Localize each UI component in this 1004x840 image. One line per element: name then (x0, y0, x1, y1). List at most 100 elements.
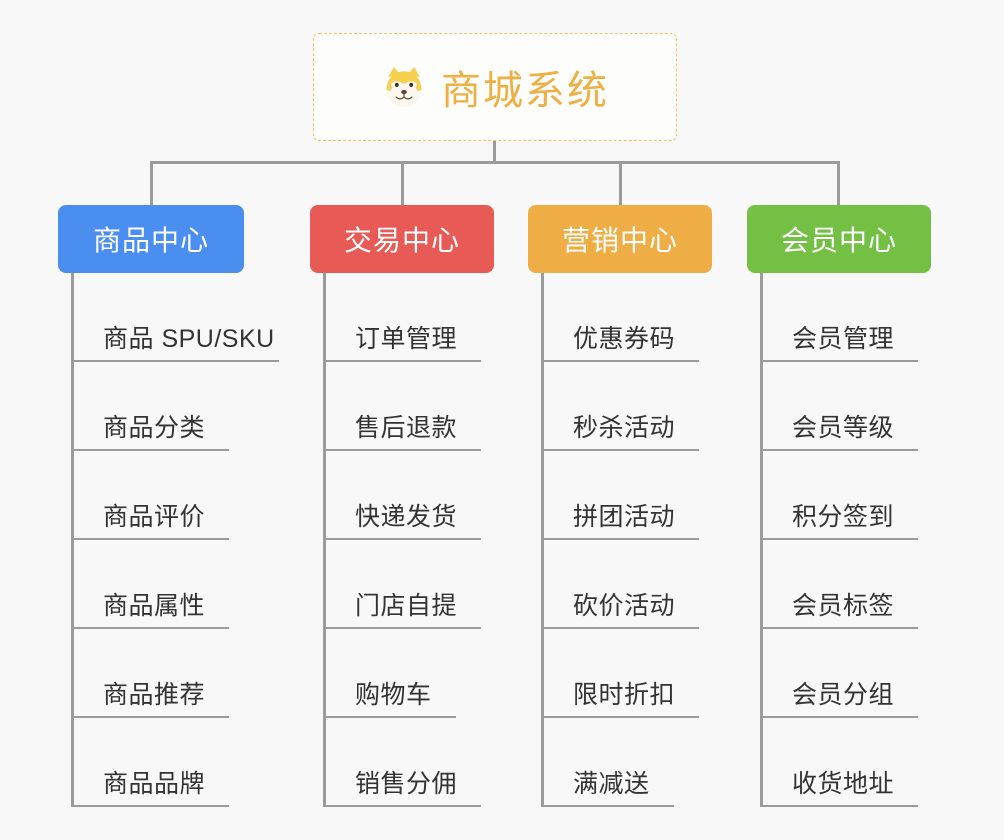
leaf-rail-member-center (760, 273, 763, 807)
leaf-underline (71, 627, 229, 629)
column-member-center: 会员中心 会员管理 会员等级 积分签到 会员标签 会员分组 (747, 205, 967, 807)
leaf-label: 满减送 (573, 770, 650, 798)
list-item[interactable]: 会员标签 (747, 540, 967, 629)
leaf-label: 会员等级 (792, 414, 895, 442)
leaf-list-member-center: 会员管理 会员等级 积分签到 会员标签 会员分组 收货地址 (747, 273, 967, 807)
list-item[interactable]: 商品推荐 (58, 629, 308, 718)
leaf-label: 商品品牌 (103, 770, 206, 798)
category-header-marketing-center[interactable]: 营销中心 (528, 205, 712, 273)
list-item[interactable]: 秒杀活动 (528, 362, 748, 451)
connector-drop-member-center (837, 161, 840, 207)
leaf-underline (760, 716, 918, 718)
leaf-label: 商品 SPU/SKU (103, 325, 275, 353)
category-header-product-center[interactable]: 商品中心 (58, 205, 244, 273)
list-item[interactable]: 门店自提 (310, 540, 530, 629)
leaf-label: 商品评价 (103, 503, 206, 531)
leaf-label: 门店自提 (355, 592, 458, 620)
leaf-underline (71, 449, 229, 451)
leaf-underline (71, 716, 229, 718)
list-item[interactable]: 售后退款 (310, 362, 530, 451)
list-item[interactable]: 订单管理 (310, 273, 530, 362)
leaf-underline (71, 805, 229, 807)
column-product-center: 商品中心 商品 SPU/SKU 商品分类 商品评价 商品属性 商品推荐 (58, 205, 308, 807)
leaf-label: 限时折扣 (573, 681, 676, 709)
leaf-list-product-center: 商品 SPU/SKU 商品分类 商品评价 商品属性 商品推荐 商品品牌 (58, 273, 308, 807)
list-item[interactable]: 销售分佣 (310, 718, 530, 807)
list-item[interactable]: 满减送 (528, 718, 748, 807)
list-item[interactable]: 会员等级 (747, 362, 967, 451)
leaf-label: 订单管理 (355, 325, 458, 353)
connector-drop-product-center (150, 161, 153, 207)
list-item[interactable]: 快递发货 (310, 451, 530, 540)
connector-root-stem (493, 141, 496, 163)
root-node[interactable]: 商城系统 (313, 33, 677, 141)
list-item[interactable]: 优惠券码 (528, 273, 748, 362)
column-trade-center: 交易中心 订单管理 售后退款 快递发货 门店自提 购物车 (310, 205, 530, 807)
leaf-rail-marketing-center (541, 273, 544, 807)
leaf-rail-trade-center (323, 273, 326, 807)
leaf-label: 销售分佣 (355, 770, 458, 798)
leaf-underline (541, 449, 699, 451)
leaf-label: 收货地址 (792, 770, 895, 798)
leaf-underline (541, 805, 674, 807)
leaf-rail-product-center (71, 273, 74, 807)
leaf-label: 优惠券码 (573, 325, 676, 353)
list-item[interactable]: 拼团活动 (528, 451, 748, 540)
leaf-list-marketing-center: 优惠券码 秒杀活动 拼团活动 砍价活动 限时折扣 满减送 (528, 273, 748, 807)
leaf-underline (760, 360, 918, 362)
category-label: 会员中心 (780, 225, 897, 256)
leaf-underline (323, 627, 481, 629)
list-item[interactable]: 会员分组 (747, 629, 967, 718)
leaf-label: 拼团活动 (573, 503, 676, 531)
shiba-dog-face-icon (381, 64, 427, 110)
list-item[interactable]: 砍价活动 (528, 540, 748, 629)
list-item[interactable]: 积分签到 (747, 451, 967, 540)
leaf-underline (760, 627, 918, 629)
list-item[interactable]: 商品分类 (58, 362, 308, 451)
category-label: 商品中心 (92, 225, 209, 256)
leaf-underline (323, 449, 481, 451)
leaf-underline (323, 360, 481, 362)
list-item[interactable]: 商品 SPU/SKU (58, 273, 308, 362)
leaf-underline (541, 538, 699, 540)
leaf-underline (541, 627, 699, 629)
category-label: 营销中心 (561, 225, 678, 256)
leaf-underline (71, 360, 279, 362)
leaf-label: 砍价活动 (573, 592, 676, 620)
list-item[interactable]: 商品品牌 (58, 718, 308, 807)
root-title: 商城系统 (441, 69, 609, 113)
connector-drop-marketing-center (619, 161, 622, 207)
leaf-label: 会员标签 (792, 592, 895, 620)
category-header-member-center[interactable]: 会员中心 (747, 205, 931, 273)
column-marketing-center: 营销中心 优惠券码 秒杀活动 拼团活动 砍价活动 限时折扣 (528, 205, 748, 807)
category-label: 交易中心 (343, 225, 460, 256)
leaf-underline (760, 538, 918, 540)
leaf-label: 售后退款 (355, 414, 458, 442)
leaf-label: 商品推荐 (103, 681, 206, 709)
category-header-trade-center[interactable]: 交易中心 (310, 205, 494, 273)
list-item[interactable]: 会员管理 (747, 273, 967, 362)
leaf-label: 购物车 (355, 681, 432, 709)
leaf-underline (760, 805, 918, 807)
leaf-label: 秒杀活动 (573, 414, 676, 442)
leaf-label: 商品属性 (103, 592, 206, 620)
leaf-list-trade-center: 订单管理 售后退款 快递发货 门店自提 购物车 销售分佣 (310, 273, 530, 807)
list-item[interactable]: 购物车 (310, 629, 530, 718)
leaf-underline (541, 716, 699, 718)
leaf-label: 会员分组 (792, 681, 895, 709)
leaf-label: 快递发货 (355, 503, 458, 531)
leaf-underline (323, 805, 481, 807)
leaf-underline (541, 360, 699, 362)
list-item[interactable]: 限时折扣 (528, 629, 748, 718)
leaf-underline (760, 449, 918, 451)
leaf-underline (71, 538, 229, 540)
leaf-underline (323, 538, 481, 540)
list-item[interactable]: 收货地址 (747, 718, 967, 807)
leaf-label: 会员管理 (792, 325, 895, 353)
list-item[interactable]: 商品属性 (58, 540, 308, 629)
list-item[interactable]: 商品评价 (58, 451, 308, 540)
connector-horizontal-bus (150, 161, 840, 164)
connector-drop-trade-center (401, 161, 404, 207)
leaf-underline (323, 716, 456, 718)
